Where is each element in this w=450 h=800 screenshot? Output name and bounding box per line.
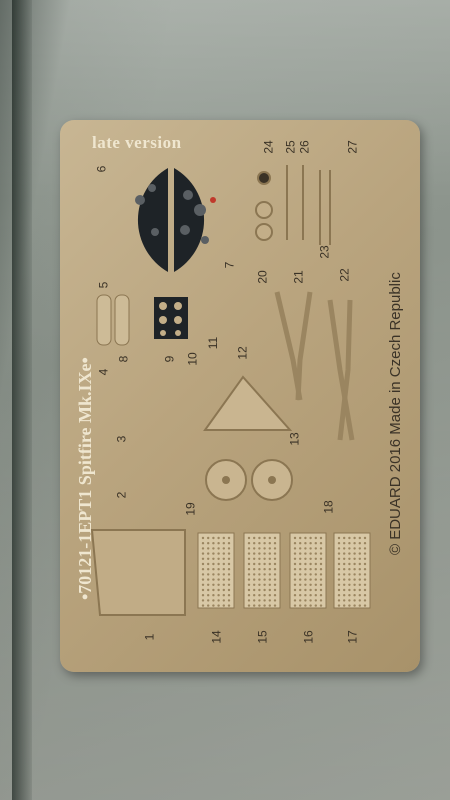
part-number: 21 — [291, 270, 306, 284]
part-number: 17 — [345, 630, 360, 644]
bag-seam — [12, 0, 32, 800]
part-number: 8 — [116, 355, 131, 363]
part-number: 11 — [206, 336, 221, 350]
instrument-panel — [135, 168, 216, 272]
part-number: 27 — [345, 140, 360, 154]
part-number: 3 — [114, 435, 129, 443]
part-number: 1 — [142, 633, 157, 641]
panel-dots — [201, 536, 367, 607]
part-9-dark-grid — [154, 297, 188, 339]
part-5-ribbed — [96, 294, 130, 346]
part-number: 4 — [96, 368, 111, 376]
part-number: 7 — [222, 261, 237, 269]
part-number: 14 — [209, 630, 224, 644]
wheel-discs — [205, 459, 293, 501]
part-number: 10 — [185, 352, 200, 366]
copyright-label: © EDUARD 2016 Made in Czech Republic — [387, 272, 404, 555]
part-number: 12 — [235, 346, 250, 360]
seat-harness — [274, 291, 355, 441]
part-number: 5 — [96, 281, 111, 289]
part-number: 23 — [317, 245, 332, 259]
part-12-triangle — [203, 375, 293, 431]
part-number: 20 — [255, 270, 270, 284]
part-number: 26 — [297, 140, 312, 154]
part-number: 18 — [321, 500, 336, 514]
part-number: 19 — [183, 502, 198, 516]
part-1-plate — [90, 529, 186, 616]
product-code-label: •70121-1EPT1 Spitfire Mk.IXe• — [75, 357, 95, 600]
part-number: 22 — [337, 268, 352, 282]
part-number: 9 — [162, 355, 177, 363]
part-number: 16 — [301, 630, 316, 644]
part-number: 15 — [255, 630, 270, 644]
part-number: 6 — [94, 165, 109, 173]
small-parts-24-27 — [255, 165, 331, 245]
part-number: 13 — [287, 432, 302, 446]
part-number: 24 — [261, 140, 276, 154]
part-number: 25 — [283, 140, 298, 154]
sheet-title: late version — [92, 133, 182, 152]
part-number: 2 — [114, 491, 129, 499]
